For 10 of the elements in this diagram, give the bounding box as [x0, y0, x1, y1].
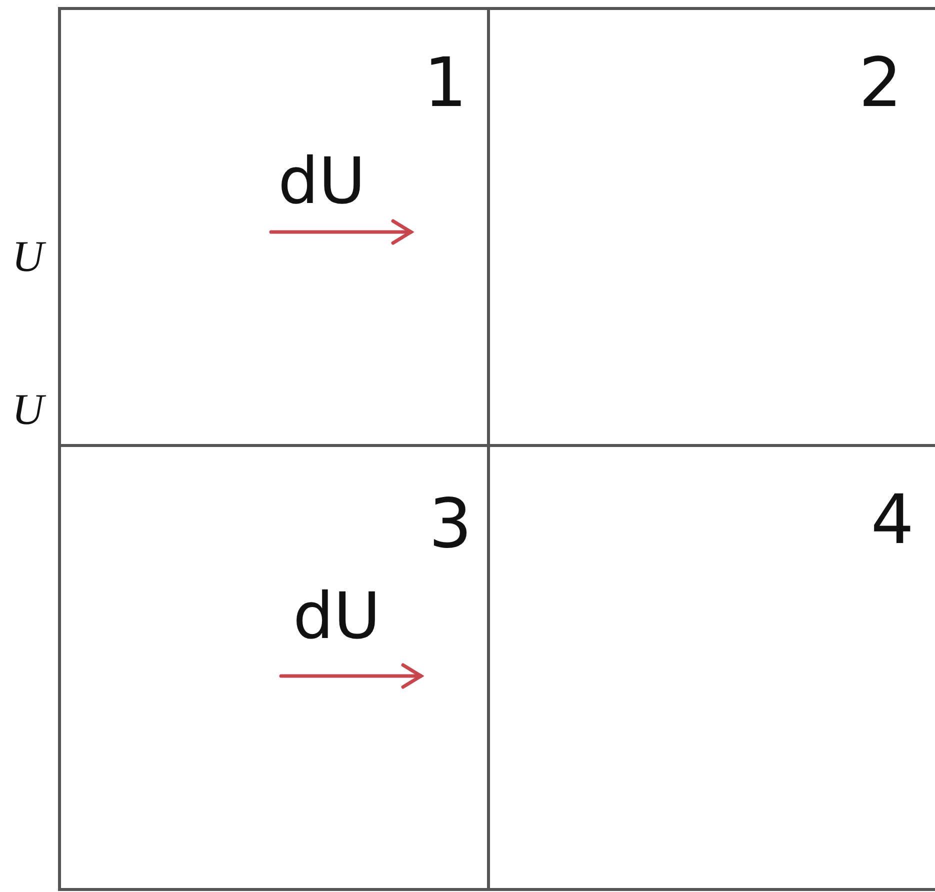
grid-cell [58, 7, 490, 447]
cell-number: 2 [858, 50, 902, 118]
cell-number: 3 [428, 491, 472, 559]
axis-label: U [12, 388, 44, 432]
cell-number: 1 [424, 50, 467, 118]
variable-label: dU [293, 585, 380, 649]
variable-label: dU [278, 150, 366, 214]
axis-label: U [12, 235, 44, 279]
cell-number: 4 [870, 487, 914, 555]
grid-cell [58, 444, 490, 891]
